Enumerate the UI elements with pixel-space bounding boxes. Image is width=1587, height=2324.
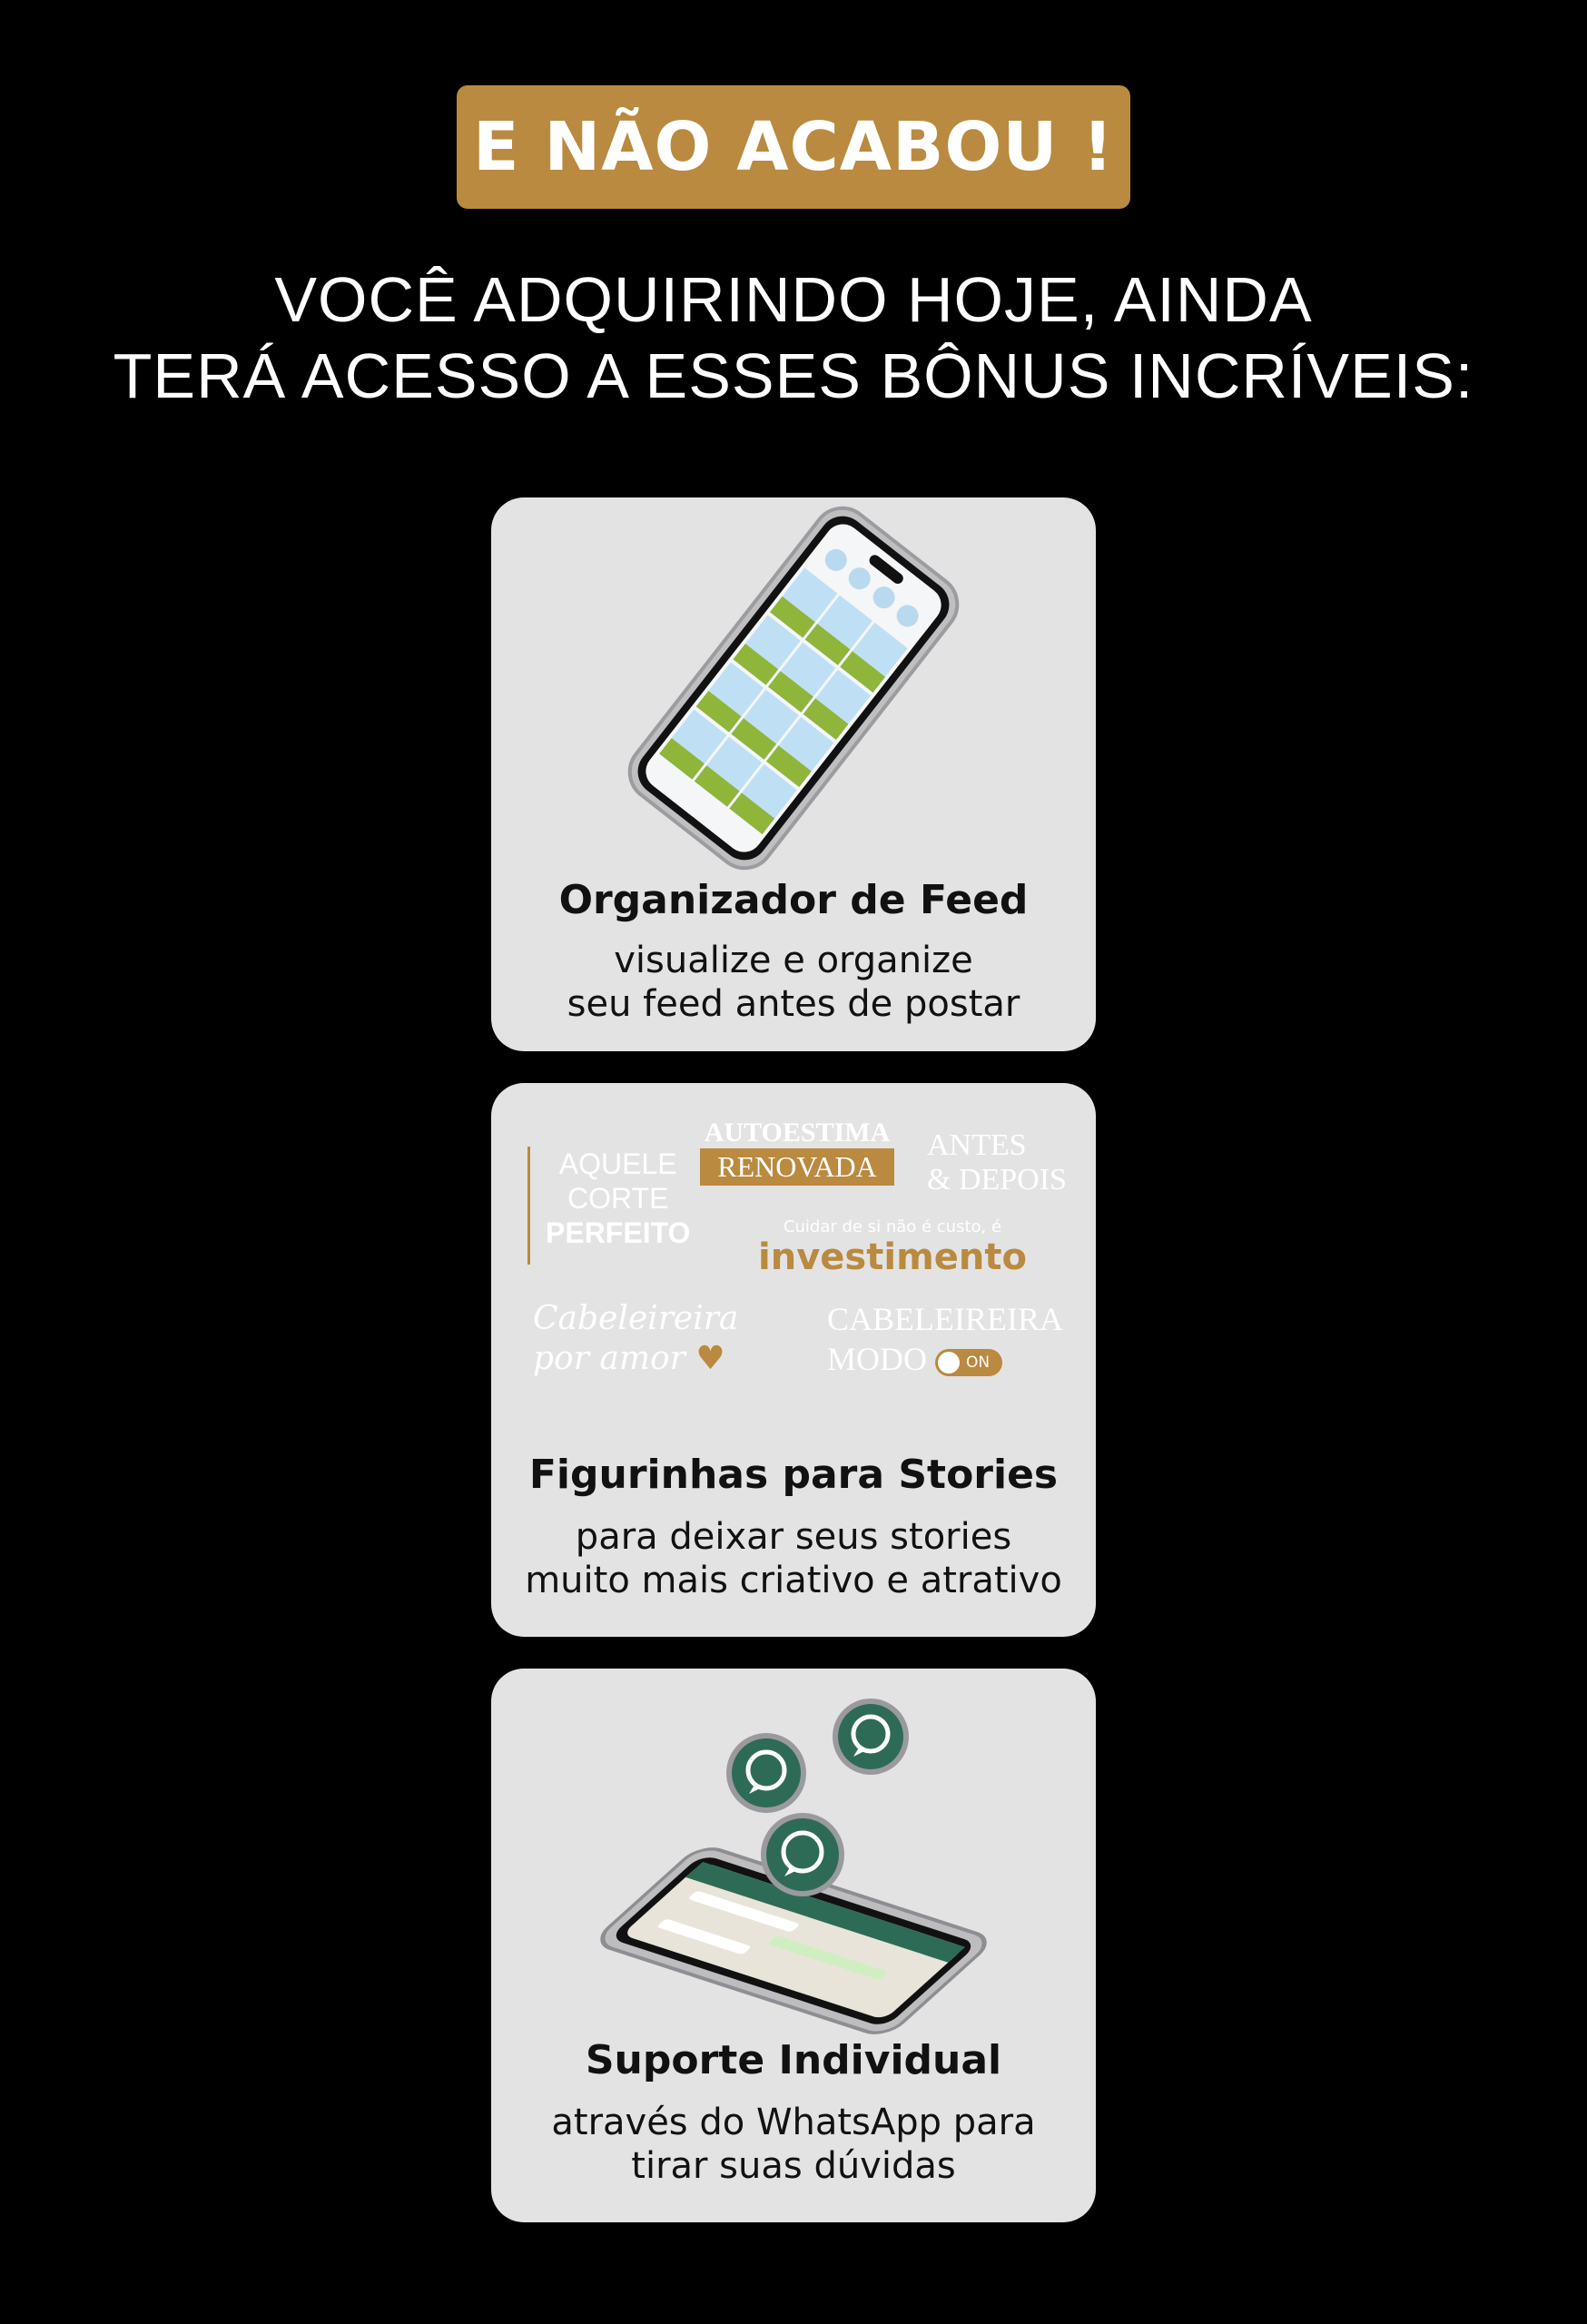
desc-line-2: tirar suas dúvidas: [631, 2145, 956, 2187]
desc-line-1: visualize e organize: [614, 940, 973, 981]
toggle-icon: ON: [935, 1348, 1003, 1376]
sticker-text: CABELEIREIRA: [827, 1301, 1063, 1337]
sticker-text: PERFEITO: [546, 1216, 691, 1249]
card-stories-stickers: AQUELE CORTE PERFEITO AUTOESTIMA RENOVAD…: [491, 1083, 1096, 1637]
sticker-text: AQUELE: [558, 1147, 677, 1180]
sticker-text: por amor: [533, 1340, 685, 1377]
sticker-autoestima: AUTOESTIMA RENOVADA: [700, 1118, 894, 1186]
sticker-text: RENOVADA: [700, 1148, 894, 1186]
desc-line-2: muito mais criativo e atrativo: [525, 1560, 1062, 1601]
sticker-modo-on: CABELEIREIRA MODO ON: [827, 1299, 1063, 1379]
desc-line-1: para deixar seus stories: [575, 1516, 1012, 1558]
sticker-text: AUTOESTIMA: [704, 1118, 891, 1147]
desc-line-2: seu feed antes de postar: [567, 983, 1020, 1025]
desc-line-1: através do WhatsApp para: [551, 2102, 1036, 2143]
sticker-investimento: Cuidar de si não é custo, é investimento: [747, 1217, 1038, 1278]
card-description: visualize e organize seu feed antes de p…: [491, 939, 1096, 1026]
card-description: para deixar seus stories muito mais cria…: [491, 1515, 1096, 1602]
headline-line-1: VOCÊ ADQUIRINDO HOJE, AINDA: [274, 264, 1313, 335]
sticker-text: Cabeleireira: [533, 1300, 739, 1337]
whatsapp-phone-icon: [600, 1699, 987, 2034]
sticker-text: MODO: [827, 1341, 928, 1377]
card-description: através do WhatsApp para tirar suas dúvi…: [491, 2101, 1096, 2188]
sticker-cabeleireira-amor: Cabeleireira por amor ♥: [533, 1299, 738, 1379]
toggle-label: ON: [966, 1353, 991, 1372]
card-individual-support: Suporte Individual através do WhatsApp p…: [491, 1669, 1096, 2222]
card-title: Organizador de Feed: [558, 877, 1029, 923]
headline-line-2: TERÁ ACESSO A ESSES BÔNUS INCRÍVEIS:: [113, 340, 1474, 411]
sticker-text: & DEPOIS: [927, 1163, 1067, 1196]
card-title: Suporte Individual: [585, 2037, 1002, 2083]
sticker-text: CORTE: [567, 1182, 669, 1215]
sticker-antes-depois: ANTES & DEPOIS: [927, 1128, 1067, 1197]
bonus-badge: E NÃO ACABOU !: [457, 85, 1130, 209]
sticker-text: investimento: [758, 1236, 1027, 1278]
badge-text: E NÃO ACABOU !: [473, 108, 1114, 186]
sticker-text: Cuidar de si não é custo, é: [783, 1217, 1002, 1236]
card-title: Figurinhas para Stories: [528, 1452, 1059, 1498]
card-feed-organizer: Organizador de Feed visualize e organize…: [491, 497, 1096, 1051]
sticker-divider: [527, 1147, 530, 1265]
sticker-text: ANTES: [927, 1128, 1027, 1162]
heart-icon: ♥: [695, 1340, 725, 1377]
headline: VOCÊ ADQUIRINDO HOJE, AINDA TERÁ ACESSO …: [0, 261, 1587, 414]
phone-feed-icon: [627, 506, 960, 871]
